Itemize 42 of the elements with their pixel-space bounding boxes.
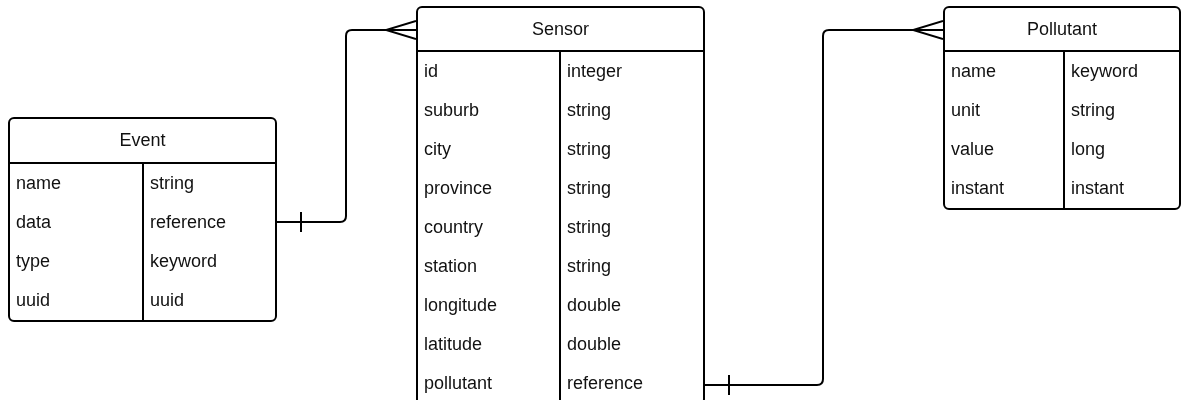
entity-table [8, 117, 277, 322]
attribute-name: station [424, 256, 478, 277]
attribute-name: name [951, 61, 997, 82]
attribute-type: keyword [150, 251, 218, 272]
entity-title: Event [119, 130, 166, 151]
attribute-type: uuid [150, 290, 185, 311]
attribute-type: string [567, 217, 611, 238]
attribute-type: instant [1071, 178, 1125, 199]
attribute-name: type [16, 251, 51, 272]
attribute-name: name [16, 173, 62, 194]
attribute-name: suburb [424, 100, 480, 121]
attribute-name: data [16, 212, 52, 233]
attribute-name: uuid [16, 290, 51, 311]
entity-table [943, 6, 1181, 210]
attribute-name: province [424, 178, 493, 199]
attribute-type: double [567, 295, 622, 316]
attribute-name: longitude [424, 295, 498, 316]
attribute-type: string [1071, 100, 1115, 121]
entity-title: Pollutant [1026, 18, 1098, 40]
attribute-name: city [424, 139, 451, 160]
entity-title: Sensor [531, 18, 589, 40]
attribute-name: id [424, 61, 438, 82]
entity-table [416, 6, 705, 400]
attribute-type: reference [567, 373, 644, 394]
attribute-type: long [1071, 139, 1106, 160]
relationship-line [276, 20, 417, 233]
attribute-type: string [567, 178, 611, 199]
attribute-name: pollutant [424, 373, 493, 394]
attribute-name: unit [951, 100, 981, 121]
attribute-type: double [567, 334, 622, 355]
attribute-name: value [951, 139, 995, 160]
attribute-type: integer [567, 61, 623, 82]
attribute-type: string [567, 100, 611, 121]
attribute-name: country [424, 217, 484, 238]
attribute-name: latitude [424, 334, 483, 355]
attribute-type: string [567, 256, 611, 277]
attribute-type: reference [150, 212, 227, 233]
attribute-name: instant [951, 178, 1005, 199]
attribute-type: string [150, 173, 194, 194]
relationship-line [704, 20, 944, 396]
attribute-type: keyword [1071, 61, 1139, 82]
attribute-type: string [567, 139, 611, 160]
